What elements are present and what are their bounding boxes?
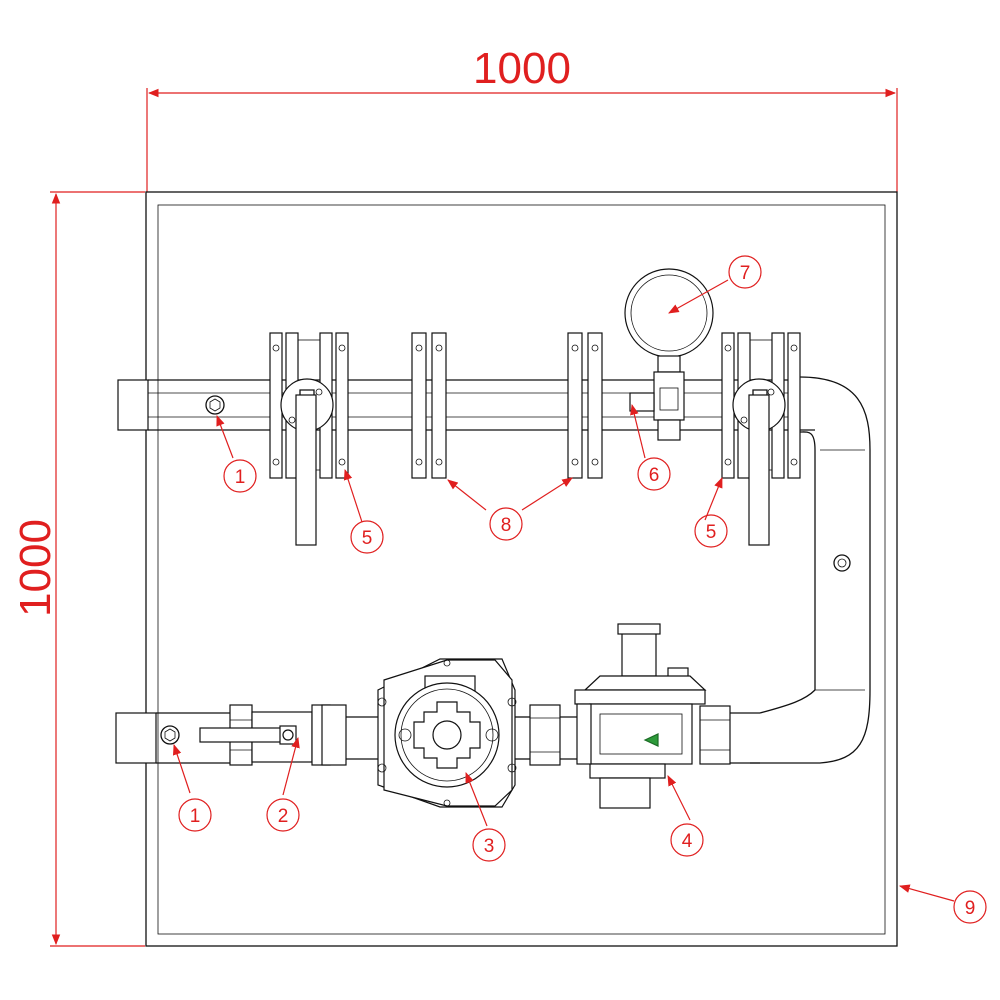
- plug-1-lower: [160, 725, 180, 745]
- callout-8: 8: [489, 507, 523, 541]
- callout-1-lower-label: 1: [190, 806, 201, 827]
- callout-6-label: 6: [649, 465, 660, 486]
- callout-3: 3: [472, 828, 506, 862]
- pressure-gauge: [624, 268, 714, 441]
- height-dimension: 1000: [11, 191, 145, 947]
- callout-5-left: 5: [350, 520, 384, 554]
- butterfly-valve-right: [721, 332, 801, 546]
- callout-5-left-label: 5: [362, 528, 373, 549]
- callout-5-right-label: 5: [706, 522, 717, 543]
- callout-7: 7: [728, 255, 762, 289]
- callout-2-label: 2: [278, 806, 289, 827]
- gas-regulator: [574, 623, 731, 809]
- callout-4-label: 4: [682, 831, 693, 852]
- width-dimension: 1000: [146, 44, 898, 192]
- callout-4: 4: [670, 823, 704, 857]
- upper-pipe: [117, 376, 871, 764]
- callout-3-label: 3: [484, 836, 495, 857]
- flange-pair-left: [411, 332, 447, 479]
- callout-2: 2: [266, 798, 300, 832]
- leader-lines: [172, 279, 955, 902]
- lower-pipe: [115, 712, 760, 764]
- callout-1-upper-label: 1: [235, 467, 246, 488]
- width-dimension-label: 1000: [473, 44, 571, 93]
- gas-filter: [377, 658, 517, 808]
- ball-valve: [199, 704, 347, 766]
- callout-1-lower: 1: [178, 798, 212, 832]
- butterfly-valve-left: [269, 332, 349, 546]
- callout-7-label: 7: [740, 263, 751, 284]
- callout-6: 6: [637, 457, 671, 491]
- callout-1-upper: 1: [223, 459, 257, 493]
- flange-pair-right: [567, 332, 603, 479]
- callout-8-label: 8: [501, 515, 512, 536]
- cabinet-frame: [145, 191, 898, 947]
- callout-9: 9: [953, 890, 987, 924]
- callout-5-right: 5: [694, 514, 728, 548]
- upper-plug-right-icon: [833, 554, 851, 572]
- callout-9-label: 9: [965, 898, 976, 919]
- height-dimension-label: 1000: [11, 519, 60, 617]
- union-nut: [529, 704, 561, 766]
- plug-1-upper: [205, 395, 225, 415]
